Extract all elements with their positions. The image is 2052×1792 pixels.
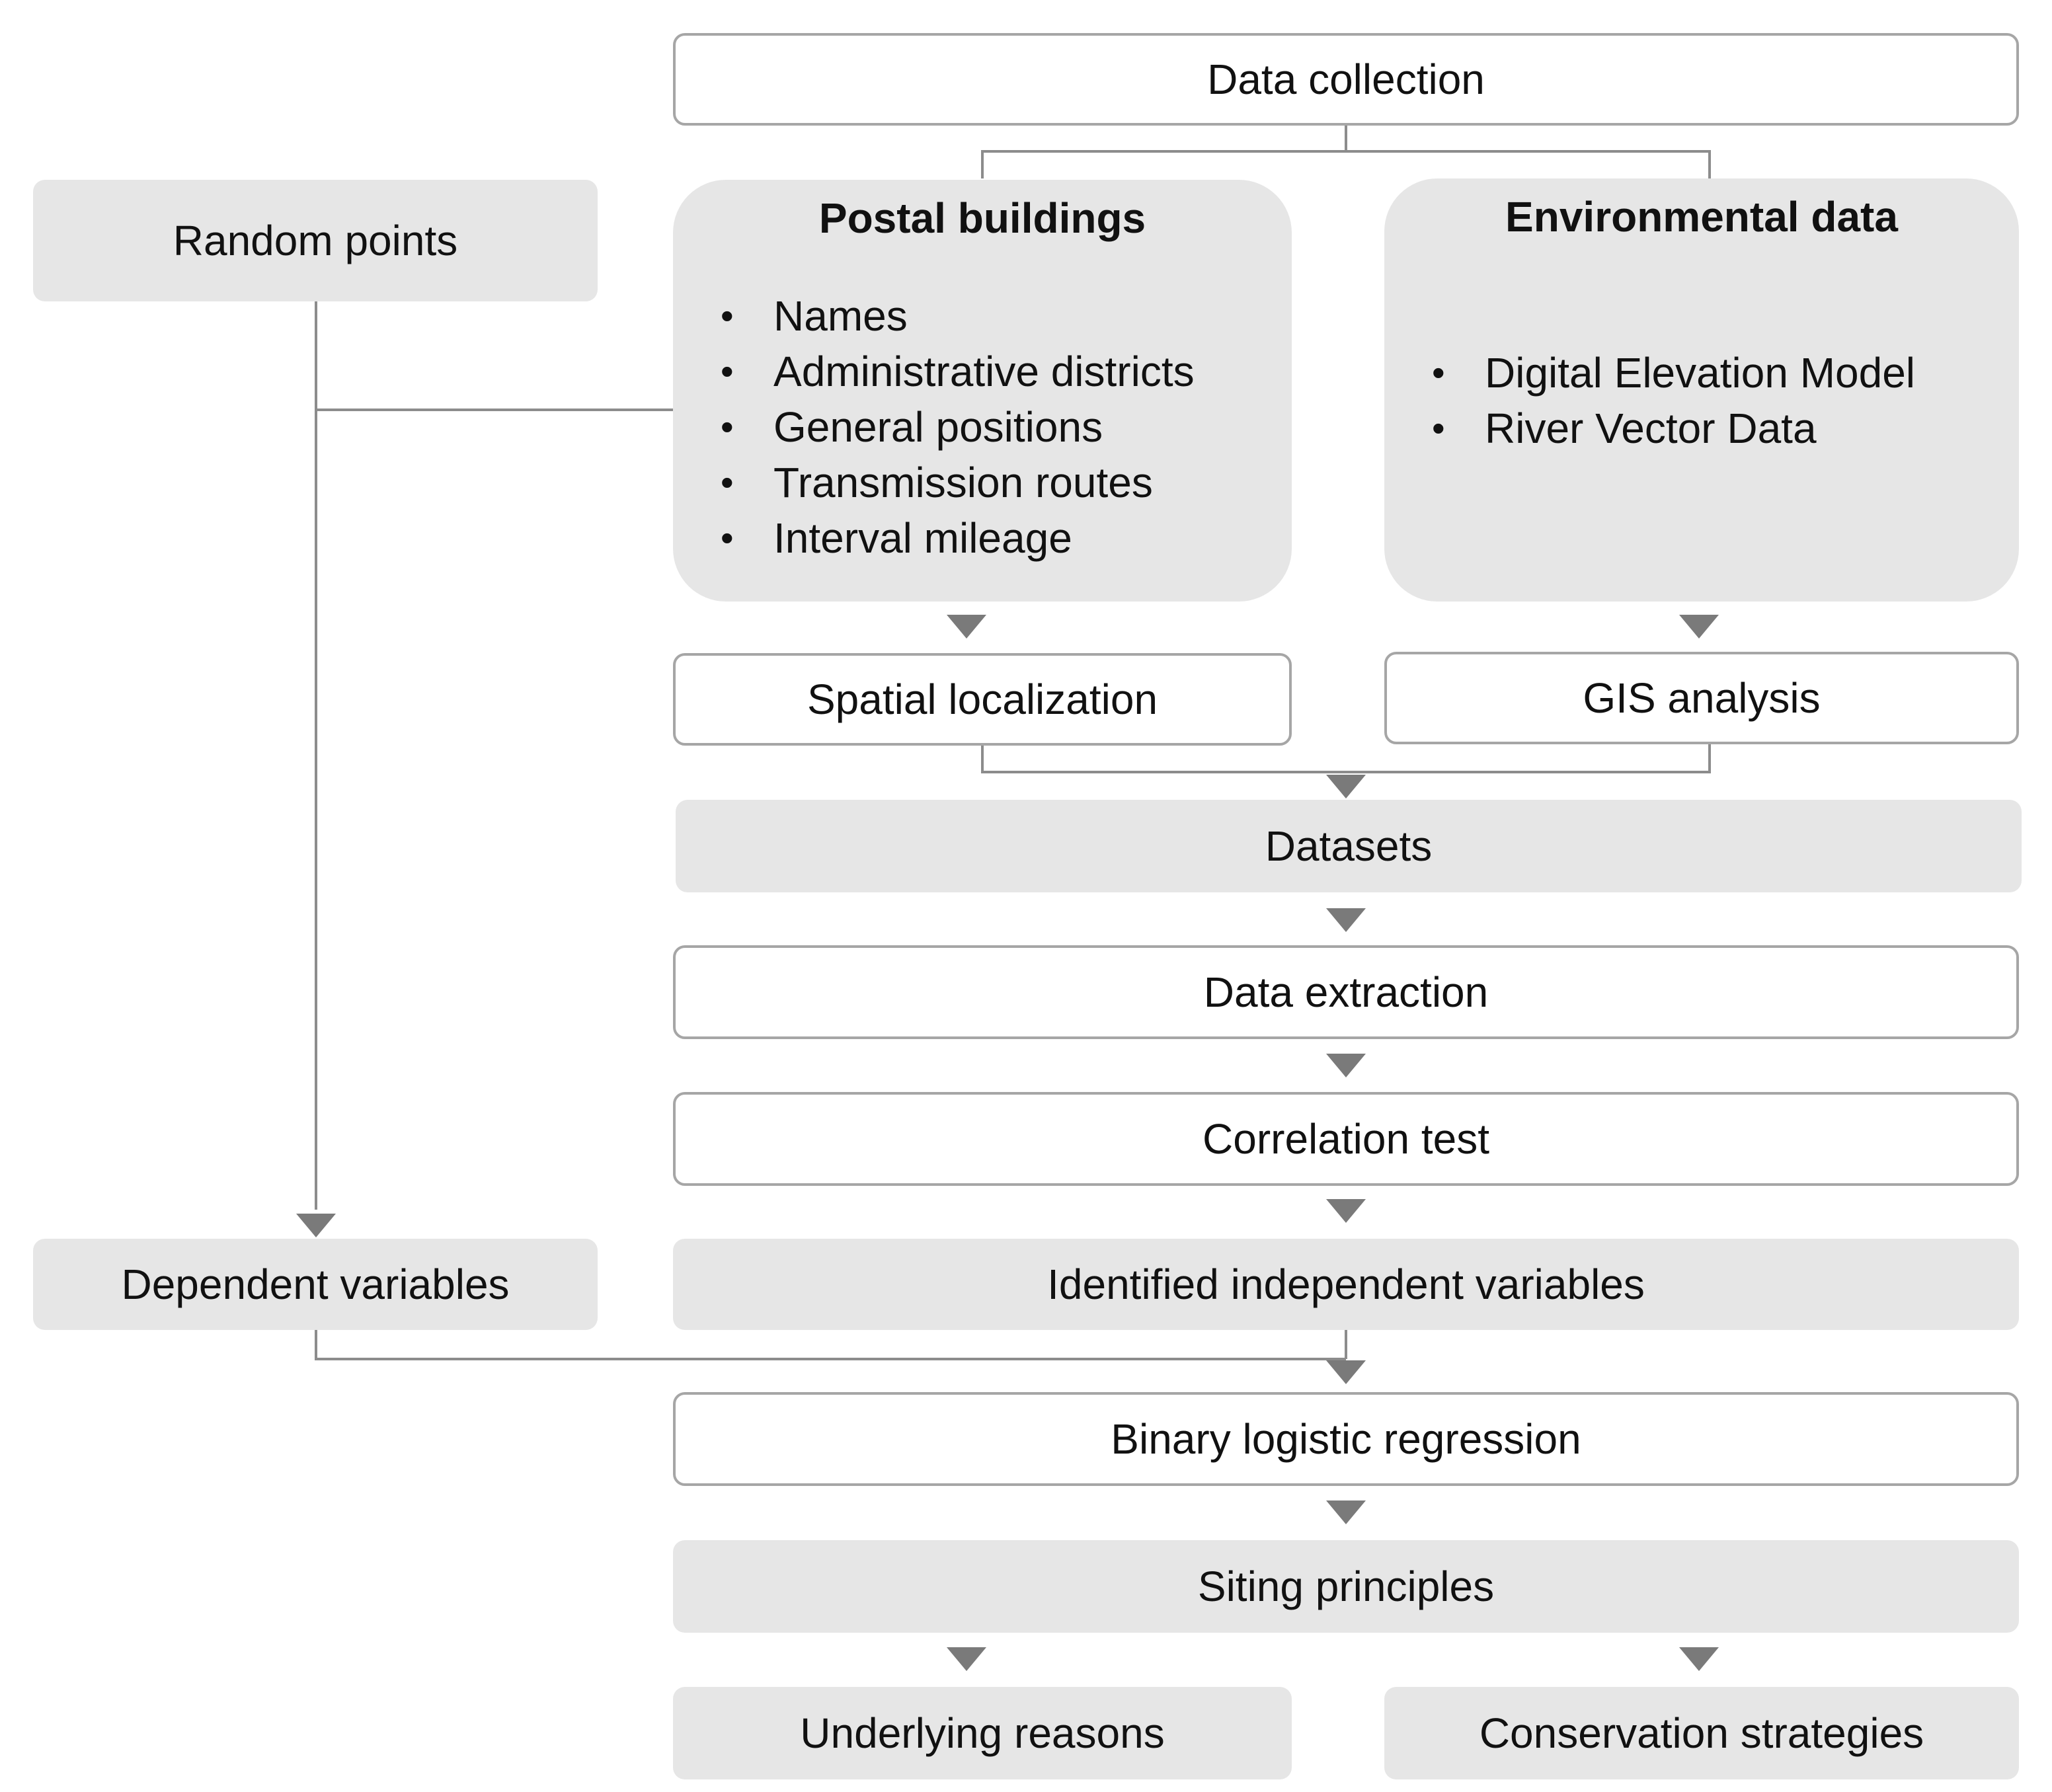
gis-analysis-box: GIS analysis [1384, 652, 2019, 744]
arrow-to-binary-regression [1326, 1360, 1366, 1384]
arrow-to-datasets [1326, 775, 1366, 799]
bullet-item: Administrative districts [721, 344, 1195, 399]
data-collection-label: Data collection [1207, 56, 1485, 103]
environmental-data-title: Environmental data [1505, 193, 1898, 241]
dependent-variables-box: Dependent variables [33, 1239, 598, 1330]
postal-buildings-list: NamesAdministrative districtsGeneral pos… [721, 288, 1195, 566]
correlation-test-box: Correlation test [673, 1092, 2019, 1186]
spatial-localization-box: Spatial localization [673, 653, 1292, 746]
bullet-item: Interval mileage [721, 510, 1195, 566]
data-collection-box: Data collection [673, 33, 2019, 126]
bullet-item: Transmission routes [721, 455, 1195, 510]
environmental-data-list: Digital Elevation ModelRiver Vector Data [1432, 345, 1915, 456]
connector-data-collection-to-environmental [1346, 150, 1711, 178]
connector-merge-spatial-gis [981, 744, 1711, 773]
bullet-item: Digital Elevation Model [1432, 345, 1915, 401]
dependent-variables-label: Dependent variables [121, 1261, 510, 1308]
bullet-item: Names [721, 288, 1195, 344]
siting-principles-label: Siting principles [1197, 1563, 1495, 1610]
data-extraction-label: Data extraction [1203, 968, 1489, 1016]
correlation-test-label: Correlation test [1203, 1115, 1489, 1163]
arrow-to-underlying-reasons [947, 1647, 986, 1671]
bullet-item: River Vector Data [1432, 401, 1915, 456]
conservation-strategies-label: Conservation strategies [1479, 1709, 1924, 1757]
conservation-strategies-box: Conservation strategies [1384, 1687, 2019, 1779]
datasets-box: Datasets [676, 800, 2022, 892]
arrow-to-gis-analysis [1679, 615, 1719, 639]
connector-data-collection-split [981, 126, 1347, 178]
postal-buildings-title: Postal buildings [818, 194, 1146, 242]
siting-principles-box: Siting principles [673, 1540, 2019, 1633]
environmental-data-box: Environmental data Digital Elevation Mod… [1384, 178, 2019, 602]
spatial-localization-label: Spatial localization [807, 676, 1158, 723]
random-points-box: Random points [33, 180, 598, 301]
underlying-reasons-box: Underlying reasons [673, 1687, 1292, 1779]
arrow-to-spatial-localization [947, 615, 986, 639]
identified-independent-variables-box: Identified independent variables [673, 1239, 2019, 1330]
arrow-to-dependent-variables [296, 1214, 336, 1237]
postal-buildings-box: Postal buildings NamesAdministrative dis… [673, 180, 1292, 602]
arrow-to-correlation-test [1326, 1054, 1366, 1077]
underlying-reasons-label: Underlying reasons [800, 1709, 1165, 1757]
arrow-to-conservation-strategies [1679, 1647, 1719, 1671]
data-extraction-box: Data extraction [673, 945, 2019, 1039]
binary-logistic-regression-box: Binary logistic regression [673, 1392, 2019, 1486]
arrow-to-data-extraction [1326, 908, 1366, 932]
binary-logistic-regression-label: Binary logistic regression [1111, 1415, 1581, 1463]
bullet-item: General positions [721, 399, 1195, 455]
connector-dependent-to-regression [315, 1330, 1346, 1360]
arrow-to-siting-principles [1326, 1500, 1366, 1524]
gis-analysis-label: GIS analysis [1583, 674, 1821, 722]
identified-independent-variables-label: Identified independent variables [1047, 1261, 1645, 1308]
arrow-to-independent-variables [1326, 1199, 1366, 1223]
datasets-label: Datasets [1265, 822, 1433, 870]
random-points-label: Random points [173, 217, 458, 264]
